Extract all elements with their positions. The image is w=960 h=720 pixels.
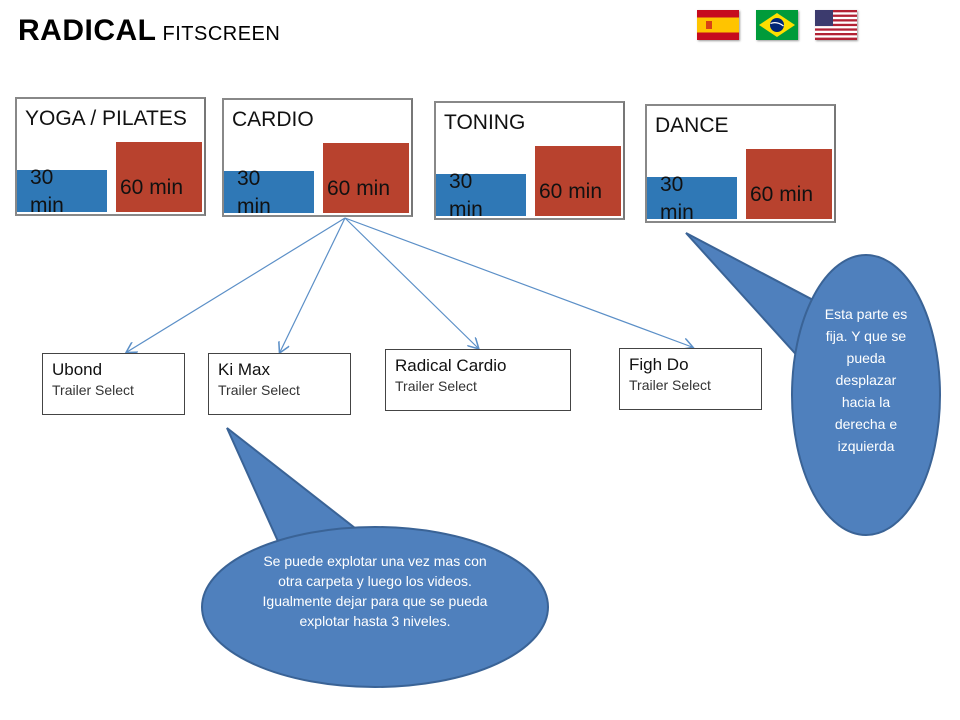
category-label: CARDIO [232,108,314,131]
category-label: DANCE [655,114,729,137]
trailer-name: Ubond [52,360,103,379]
callout-explode-levels: Se puede explotar una vez mas con otra c… [262,553,488,629]
usa-flag-icon[interactable] [815,10,857,40]
duration-60-button[interactable]: 60 min [323,143,409,213]
duration-30-button[interactable]: 30 min [436,170,526,221]
spain-flag-icon[interactable] [697,10,739,40]
duration-60-button[interactable]: 60 min [746,149,832,219]
callout-shapes [201,232,941,688]
trailer-name: Ki Max [218,360,270,379]
duration-60-button[interactable]: 60 min [116,142,202,212]
duration-30-button[interactable]: 30 min [647,173,737,224]
trailer-select-label: Trailer Select [52,382,134,398]
category-label: TONING [444,111,526,134]
trailer-ubond[interactable]: Ubond Trailer Select [42,353,185,415]
duration-60-button[interactable]: 60 min [535,146,621,216]
duration-30-button[interactable]: 30 min [17,166,107,217]
trailer-figh-do[interactable]: Figh Do Trailer Select [619,348,762,410]
category-yoga-pilates[interactable]: YOGA / PILATES 30 min 60 min [15,97,206,217]
callout-fixed-part: Esta parte es fija. Y que se pueda despl… [824,306,908,454]
category-toning[interactable]: TONING 30 min 60 min [434,101,625,221]
trailer-select-label: Trailer Select [629,377,711,393]
product-name: FITSCREEN [162,23,281,45]
trailer-ki-max[interactable]: Ki Max Trailer Select [208,353,351,415]
trailer-select-label: Trailer Select [395,378,477,394]
category-dance[interactable]: DANCE 30 min 60 min [645,104,836,224]
brazil-flag-icon[interactable] [756,10,798,40]
trailer-radical-cardio[interactable]: Radical Cardio Trailer Select [385,349,571,411]
trailer-name: Radical Cardio [395,356,507,375]
duration-30-button[interactable]: 30 min [224,167,314,218]
trailer-name: Figh Do [629,355,689,374]
trailer-select-label: Trailer Select [218,382,300,398]
brand-name: RADICAL [18,14,157,47]
category-cardio[interactable]: CARDIO 30 min 60 min [222,98,413,218]
category-label: YOGA / PILATES [25,107,187,130]
